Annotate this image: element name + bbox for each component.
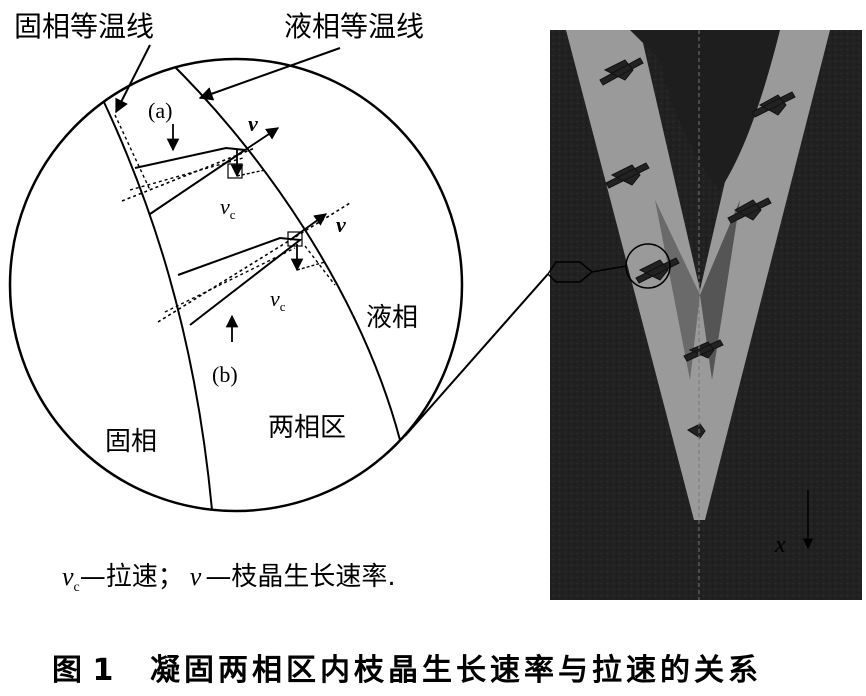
zoom-connector [404, 261, 627, 437]
dendrite-b [157, 202, 351, 342]
figure-number: 图 1 [52, 653, 113, 688]
growth-velocity-arrow-a [244, 127, 280, 151]
micrograph-panel: x [550, 30, 862, 600]
isotherm-callouts: 固相等温线 液相等温线 [14, 10, 424, 114]
pull-rate-label-b: vc [270, 286, 286, 314]
point-b-label: (b) [212, 362, 238, 387]
x-axis-label: x [774, 532, 786, 558]
v-shaped-mushy-zone [566, 30, 830, 520]
magnified-circle [8, 57, 464, 513]
liquid-core [630, 30, 780, 190]
figure-title: 凝固两相区内枝晶生长速率与拉速的关系 [150, 653, 762, 688]
liquidus-isotherm-label: 液相等温线 [284, 10, 424, 43]
point-a-label: (a) [148, 98, 172, 123]
two-phase-zone-label: 两相区 [268, 413, 346, 443]
solidus-isotherm-label: 固相等温线 [14, 10, 154, 43]
dendrite-arms [599, 57, 796, 439]
legend-text: vc—拉速；v—枝晶生长速率. [62, 562, 396, 595]
growth-velocity-arrow-b [289, 213, 328, 241]
liquid-phase-label: 液相 [366, 303, 418, 333]
figure-caption: 图 1 凝固两相区内枝晶生长速率与拉速的关系 [52, 653, 762, 688]
dendrite-a [114, 114, 280, 215]
legend: vc—拉速；v—枝晶生长速率. [62, 562, 396, 595]
solid-phase-label: 固相 [105, 427, 157, 457]
growth-rate-label-a: v [248, 111, 258, 136]
pull-rate-label-a: vc [220, 194, 236, 222]
growth-rate-label-b: v [336, 212, 346, 237]
solidus-curve [102, 99, 213, 511]
magnified-view: (a) (b) v v vc vc 液相 两相区 固相 [8, 57, 464, 513]
